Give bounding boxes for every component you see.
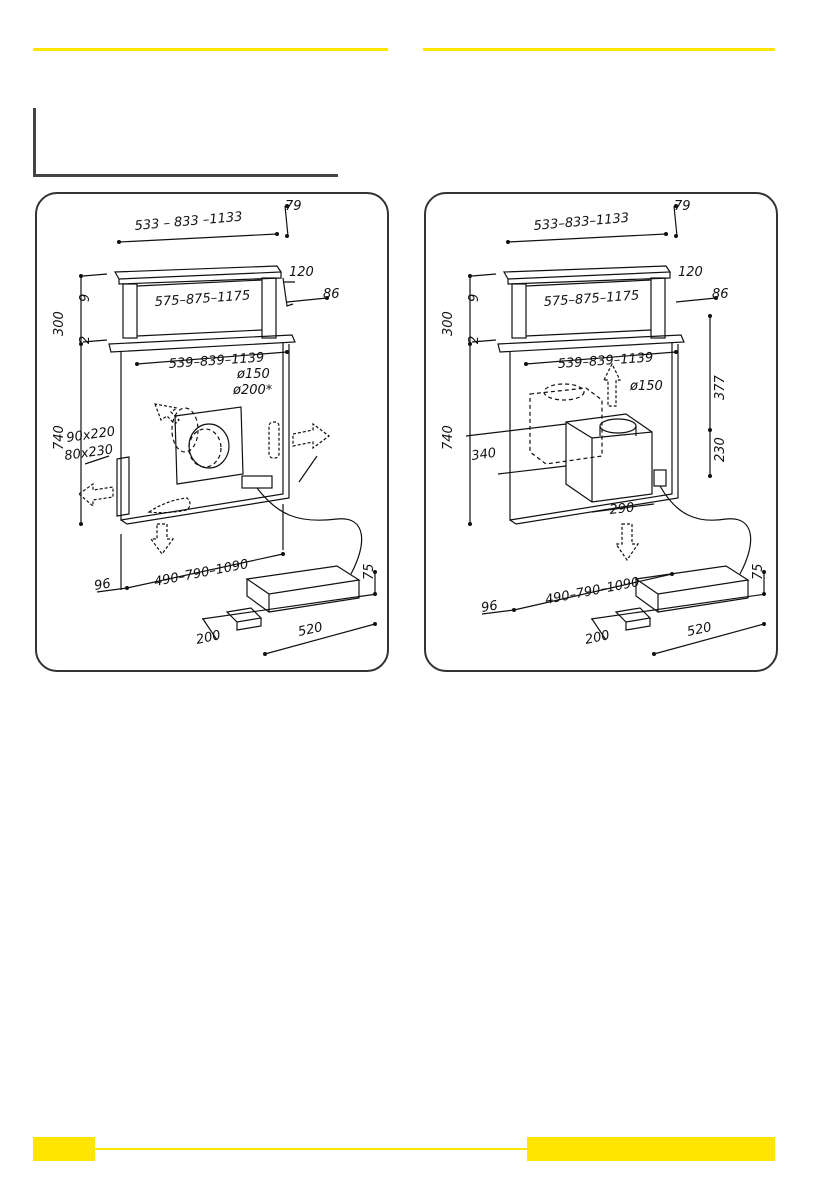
base-width-label: 490–790–1090 <box>544 575 641 608</box>
header-rule-right <box>423 48 775 51</box>
duct-200-label: ø200* <box>232 383 273 398</box>
opening-2-label: 80x230 <box>63 442 114 464</box>
top-depth-label: 79 <box>674 199 691 214</box>
motor-height-label: 75 <box>751 563 766 580</box>
diagram-panel-right: 533–833–1133 79 575–875–1175 120 86 539–… <box>424 192 778 672</box>
dim-9-label: 9 <box>467 294 482 302</box>
dim-2-label: 2 <box>467 336 482 344</box>
glass-depth-label: 120 <box>289 265 314 280</box>
dim-377-label: 377 <box>713 374 728 400</box>
glass-width-label: 575–875–1175 <box>154 288 251 310</box>
duct-150-label: ø150 <box>629 379 663 394</box>
right-hood-drawing: 533–833–1133 79 575–875–1175 120 86 539–… <box>426 194 776 670</box>
dim-96-label: 96 <box>480 598 499 616</box>
motor-depth-label: 200 <box>195 628 222 648</box>
header-rule-left <box>33 48 388 51</box>
dim-740-label: 740 <box>52 425 67 450</box>
dim-300-label: 300 <box>441 311 456 336</box>
top-width-label: 533–833–1133 <box>533 211 630 234</box>
motor-length-label: 520 <box>686 620 713 640</box>
dim-290-label: 290 <box>609 500 635 518</box>
base-width-label: 490–790–1090 <box>153 557 250 590</box>
dim-300-label: 300 <box>52 311 67 336</box>
dim-96-label: 96 <box>93 576 112 594</box>
frame-width-label: 539–839–1139 <box>557 350 654 372</box>
motor-length-label: 520 <box>297 620 324 640</box>
dim-740-label: 740 <box>441 425 456 450</box>
glass-width-label: 575–875–1175 <box>543 288 640 310</box>
footer-rule <box>95 1148 527 1150</box>
left-hood-drawing: 533 – 833 –1133 79 575–875–1175 120 86 5… <box>37 194 387 670</box>
dim-9-label: 9 <box>78 294 93 302</box>
top-width-label: 533 – 833 –1133 <box>134 210 243 234</box>
footer-block-left <box>33 1137 95 1161</box>
dim-340-label: 340 <box>470 446 497 464</box>
motor-height-label: 75 <box>362 563 377 580</box>
footer-block-right <box>527 1137 775 1161</box>
motor-depth-label: 200 <box>584 628 611 648</box>
section-title-bracket <box>33 108 338 177</box>
glass-depth-label: 120 <box>678 265 703 280</box>
dim-230-label: 230 <box>713 437 728 462</box>
dim-2-label: 2 <box>78 336 93 344</box>
top-depth-label: 79 <box>285 199 302 214</box>
duct-150-label: ø150 <box>236 367 270 382</box>
diagram-panel-left: 533 – 833 –1133 79 575–875–1175 120 86 5… <box>35 192 389 672</box>
dim-86-label: 86 <box>712 287 729 302</box>
dim-86-label: 86 <box>323 287 340 302</box>
